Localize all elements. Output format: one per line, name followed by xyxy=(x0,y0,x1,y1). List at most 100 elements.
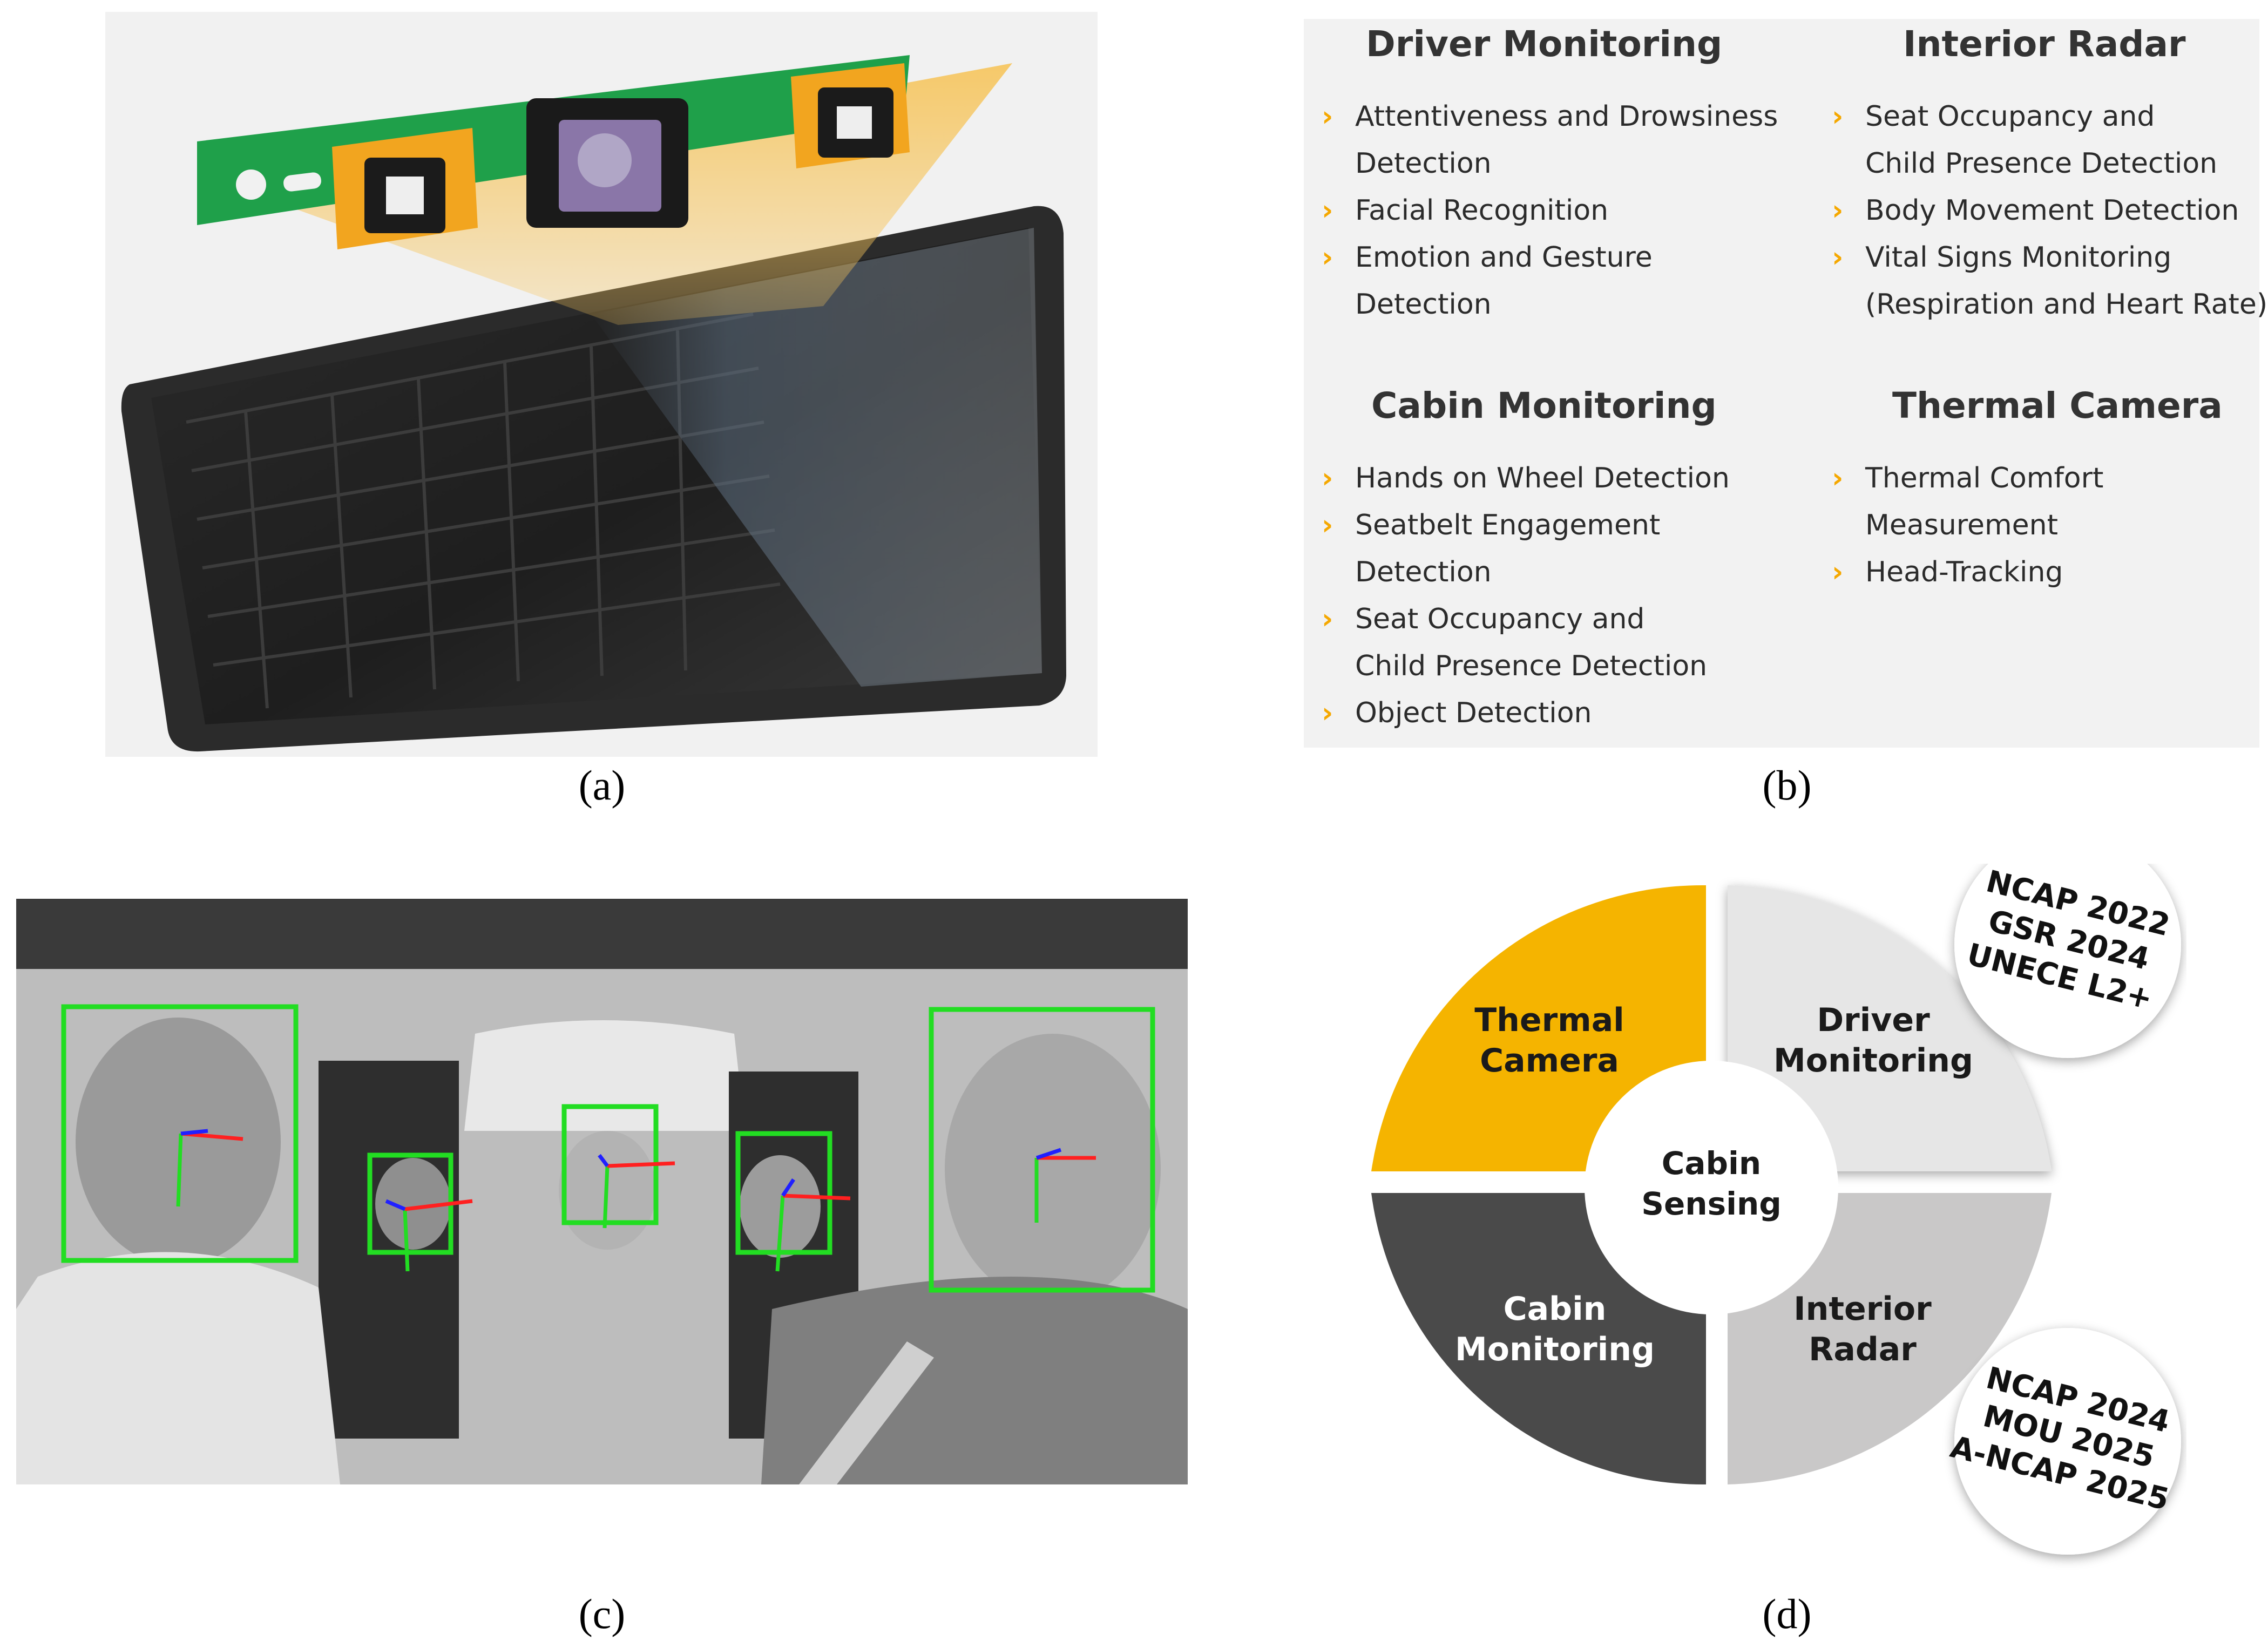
feature-list-item: Child Presence Detection xyxy=(1822,140,2267,187)
chevron-right-icon: › xyxy=(1322,194,1333,227)
mirror-grid xyxy=(186,313,781,709)
feature-item-text: Detection xyxy=(1355,288,1492,321)
cabin-label-line1: Cabin xyxy=(1504,1290,1607,1328)
feature-list-item: › Vital Signs Monitoring xyxy=(1822,234,2267,281)
feature-list-item: ›Hands on Wheel Detection xyxy=(1312,455,1730,502)
feature-item-text: Body Movement Detection xyxy=(1865,194,2239,227)
child-right xyxy=(740,1155,821,1258)
ir-sensor-left-lens xyxy=(386,177,424,214)
feature-list-item: › Emotion and Gesture xyxy=(1312,234,1778,281)
face-box-1 xyxy=(61,1004,299,1263)
badge-bottom-circle xyxy=(1954,1328,2181,1555)
chevron-right-icon: › xyxy=(1322,603,1333,635)
face-box-4 xyxy=(735,1131,832,1255)
feature-item-text: Detection xyxy=(1355,556,1492,588)
center-label-line1: Cabin xyxy=(1662,1145,1761,1182)
feature-item-text: Thermal Comfort xyxy=(1865,462,2104,494)
feature-list-item: › Thermal Comfort xyxy=(1822,455,2103,502)
rear-window xyxy=(464,1020,745,1131)
chevron-right-icon: › xyxy=(1832,194,1844,227)
center-label-line2: Sensing xyxy=(1641,1185,1782,1222)
feature-group-title: Driver Monitoring xyxy=(1366,23,1723,65)
feature-group-title: Thermal Camera xyxy=(1892,385,2223,426)
radar-label-line1: Interior xyxy=(1793,1290,1932,1328)
feature-item-text: Object Detection xyxy=(1355,697,1592,729)
radar-label-line2: Radar xyxy=(1809,1331,1917,1368)
feature-list-item: › Attentiveness and Drowsiness xyxy=(1312,93,1778,140)
feature-list-item: Detection xyxy=(1312,140,1778,187)
panel-b-feature-list: Driver Monitoring › Attentiveness and Dro… xyxy=(1304,19,2267,748)
chevron-right-icon: › xyxy=(1832,556,1844,588)
feature-item-text: Child Presence Detection xyxy=(1355,650,1708,682)
feature-list-item: › Body Movement Detection xyxy=(1822,187,2267,234)
chevron-right-icon: › xyxy=(1322,509,1333,541)
passenger-front-left xyxy=(76,1018,281,1266)
passenger-front-left-body xyxy=(16,1252,340,1484)
caption-d: (d) xyxy=(1762,1590,1812,1637)
head-pose-axes xyxy=(176,1129,1096,1272)
feature-list-item: › Facial Recognition xyxy=(1312,187,1778,234)
seatbelt xyxy=(799,1341,934,1484)
passenger-front-right xyxy=(945,1034,1161,1304)
child-left xyxy=(375,1158,451,1250)
quadrant-driver-monitoring xyxy=(1728,885,2052,1171)
feature-item-text: Seatbelt Engagement xyxy=(1355,509,1661,541)
caption-c: (c) xyxy=(578,1590,626,1637)
regulation-badge-top: NCAP 2022 GSR 2024 UNECE L2+ xyxy=(1954,831,2181,1058)
chevron-right-icon: › xyxy=(1322,462,1333,494)
chevron-right-icon: › xyxy=(1832,100,1844,133)
feature-item-text: Facial Recognition xyxy=(1355,194,1609,227)
chevron-right-icon: › xyxy=(1832,462,1844,494)
face-box-5 xyxy=(929,1007,1155,1293)
feature-list-item: Detection xyxy=(1312,281,1778,328)
feature-list-item: Child Presence Detection xyxy=(1312,643,1730,690)
feature-item-text: Measurement xyxy=(1865,509,2058,541)
feature-item-text: Seat Occupancy and xyxy=(1355,603,1645,635)
cabin-photo-illustration xyxy=(16,899,1188,1484)
cabin-label-line2: Monitoring xyxy=(1455,1331,1655,1368)
feature-list-item: › Head-Tracking xyxy=(1822,549,2103,596)
feature-list: ›Hands on Wheel Detection›Seatbelt Engag… xyxy=(1312,455,1730,737)
caption-a: (a) xyxy=(578,762,626,809)
regulation-badge-bottom: NCAP 2024 MOU 2025 A-NCAP 2025 xyxy=(1947,1328,2181,1555)
chevron-right-icon: › xyxy=(1832,241,1844,274)
camera-lens-reflection xyxy=(578,133,632,187)
feature-group-title: Cabin Monitoring xyxy=(1371,385,1717,426)
feature-list-item: (Respiration and Heart Rate) xyxy=(1822,281,2267,328)
panel-d-cabin-sensing-diagram: Cabin Sensing Thermal Camera Driver Moni… xyxy=(1371,831,2186,1571)
feature-list-item: › Seat Occupancy and xyxy=(1822,93,2267,140)
panel-a-device-image xyxy=(105,12,1098,757)
feature-list-item: › Seat Occupancy and xyxy=(1312,596,1730,643)
cabin-sensing-diagram: Cabin Sensing Thermal Camera Driver Moni… xyxy=(1371,831,2181,1555)
chevron-right-icon: › xyxy=(1322,100,1333,133)
mirror-reflection xyxy=(591,228,1042,687)
driver-label-line2: Monitoring xyxy=(1773,1042,1973,1080)
center-circle xyxy=(1585,1061,1838,1314)
feature-list-item: ›Object Detection xyxy=(1312,690,1730,737)
feature-item-text: Seat Occupancy and xyxy=(1865,100,2155,133)
caption-b: (b) xyxy=(1762,762,1812,809)
feature-item-text: Attentiveness and Drowsiness xyxy=(1355,100,1778,133)
feature-item-text: Head-Tracking xyxy=(1865,556,2063,588)
device-illustration xyxy=(121,55,1067,752)
thermal-label-line1: Thermal xyxy=(1474,1001,1624,1039)
feature-item-text: (Respiration and Heart Rate) xyxy=(1865,288,2268,321)
car-roof xyxy=(16,899,1188,969)
chevron-right-icon: › xyxy=(1322,241,1333,274)
seat-left xyxy=(319,1061,459,1439)
feature-list-item: Detection xyxy=(1312,549,1730,596)
mounting-hole xyxy=(236,169,266,200)
feature-list-item: Measurement xyxy=(1822,502,2103,549)
driver-label-line1: Driver xyxy=(1817,1001,1930,1039)
feature-item-text: Emotion and Gesture xyxy=(1355,241,1653,274)
feature-item-text: Vital Signs Monitoring xyxy=(1865,241,2172,274)
thermal-label-line2: Camera xyxy=(1480,1042,1619,1080)
feature-list-item: › Seatbelt Engagement xyxy=(1312,502,1730,549)
feature-group-title: Interior Radar xyxy=(1903,23,2186,65)
feature-item-text: Detection xyxy=(1355,147,1492,180)
badge-top-circle xyxy=(1954,831,2181,1058)
ir-sensor-right-lens xyxy=(837,106,872,139)
